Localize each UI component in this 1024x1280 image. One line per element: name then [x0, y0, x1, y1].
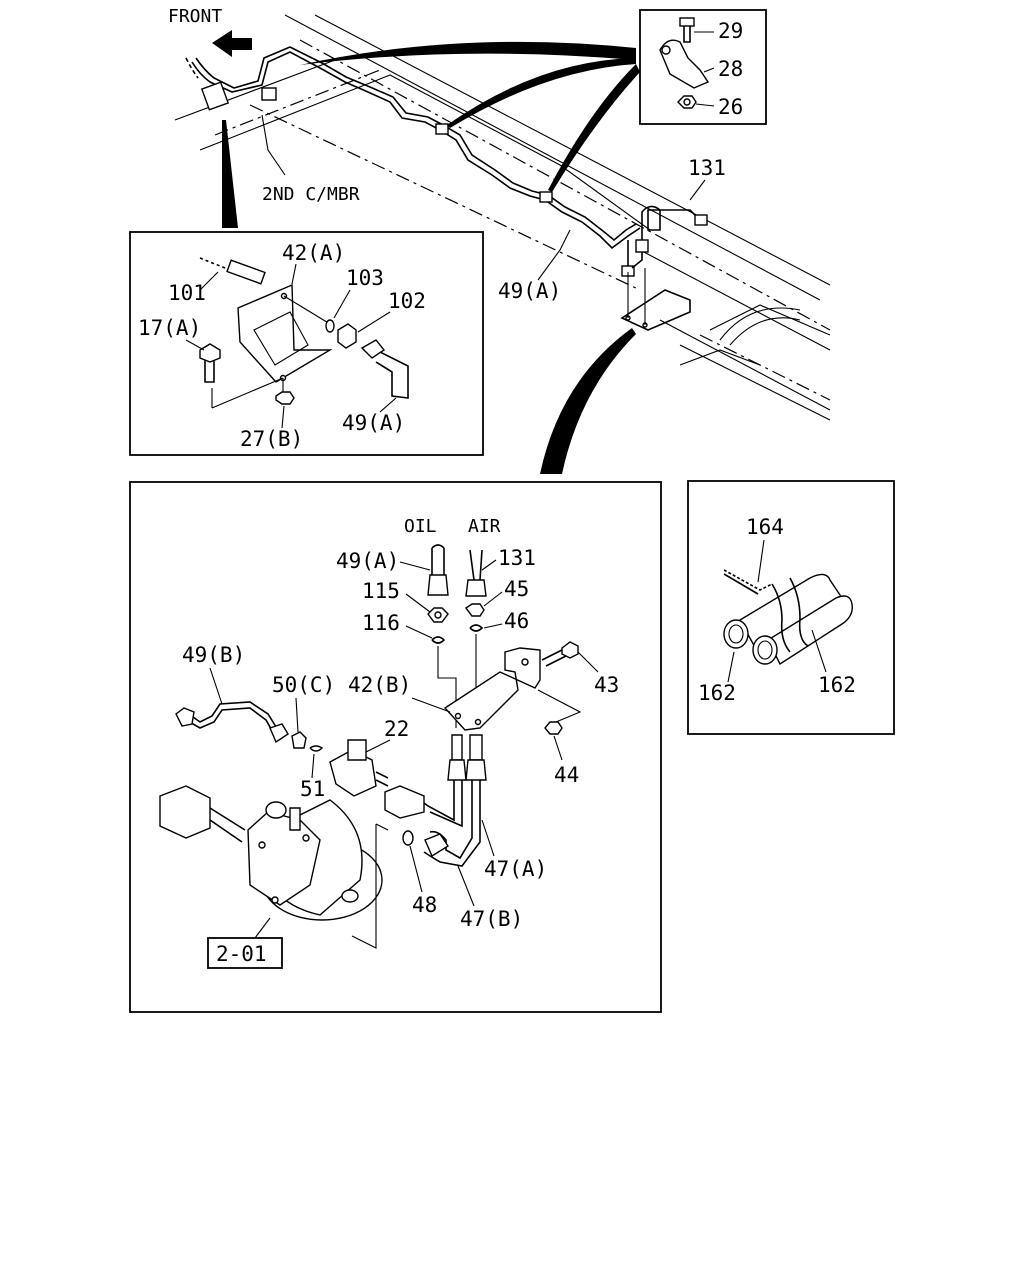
label-29: 29: [718, 19, 743, 43]
oil-pipe-49a: [185, 46, 641, 277]
label-51: 51: [300, 777, 325, 801]
label-44: 44: [554, 763, 579, 787]
label-43: 43: [594, 673, 619, 697]
front-arrow-icon: [212, 30, 252, 57]
label-164: 164: [746, 515, 784, 539]
bracket-42b-overview: [620, 268, 691, 331]
label-49a-main: 49(A): [498, 279, 561, 303]
connection-inset: OIL AIR: [129, 481, 662, 1013]
label-101: 101: [168, 281, 206, 305]
callout-wedges: [222, 41, 640, 474]
label-49b: 49(B): [182, 643, 245, 667]
label-116: 116: [362, 611, 400, 635]
label-46: 46: [504, 609, 529, 633]
label-162-right: 162: [818, 673, 856, 697]
oil-label: OIL: [404, 516, 437, 537]
bracket-inset: 42(A) 101 103 102 17(A) 49(A) 27(B): [129, 231, 484, 456]
label-131-conn: 131: [498, 546, 536, 570]
front-label: FRONT: [168, 6, 222, 27]
label-17a: 17(A): [138, 316, 201, 340]
label-42b: 42(B): [348, 673, 411, 697]
label-27b: 27(B): [240, 427, 303, 451]
label-103: 103: [346, 266, 384, 290]
clip-inset: 29 28 26: [639, 9, 767, 125]
label-26: 26: [718, 95, 743, 119]
label-45: 45: [504, 577, 529, 601]
member-label: 2ND C/MBR: [262, 184, 360, 205]
clutch-servo-assembly: [159, 785, 383, 921]
label-48: 48: [412, 893, 437, 917]
label-115: 115: [362, 579, 400, 603]
clamp-inset: 164 162 162: [687, 480, 895, 735]
label-162-left: 162: [698, 681, 736, 705]
label-47b: 47(B): [460, 907, 523, 931]
label-22: 22: [384, 717, 409, 741]
label-42a: 42(A): [282, 241, 345, 265]
air-hose-131: [631, 205, 708, 269]
label-50c: 50(C): [272, 673, 335, 697]
label-28: 28: [718, 57, 743, 81]
label-49a-bracket: 49(A): [342, 411, 405, 435]
label-102: 102: [388, 289, 426, 313]
reference-2-01: 2-01: [216, 942, 267, 966]
air-label: AIR: [468, 516, 501, 537]
label-47a: 47(A): [484, 857, 547, 881]
chassis-frame: [174, 14, 831, 421]
label-49a-conn: 49(A): [336, 549, 399, 573]
label-131-main: 131: [688, 156, 726, 180]
